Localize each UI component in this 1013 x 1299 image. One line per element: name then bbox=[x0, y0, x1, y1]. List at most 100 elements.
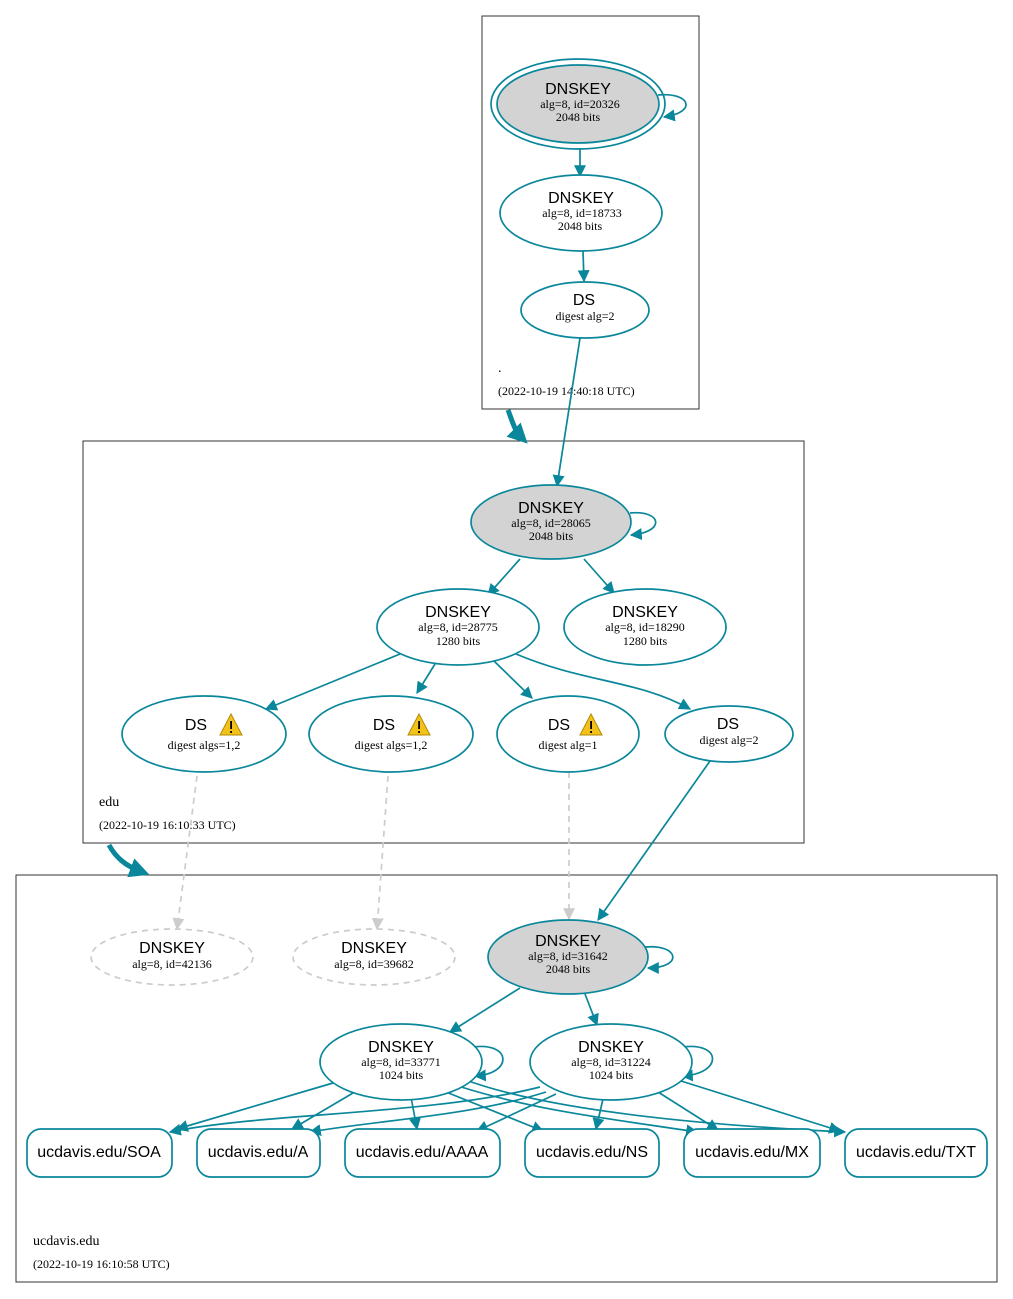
node-edu-ds4[interactable]: DS digest alg=2 bbox=[664, 705, 794, 763]
edges bbox=[168, 93, 847, 1138]
node-root-ds[interactable]: DS digest alg=2 bbox=[520, 281, 650, 339]
node-line2: 2048 bits bbox=[546, 962, 591, 976]
zone-ucdavis-name: ucdavis.edu bbox=[33, 1234, 99, 1249]
edge-edu-zsk1-ds1 bbox=[264, 653, 401, 711]
edge-edu-ksk-zsk2 bbox=[583, 558, 615, 594]
warning-icon bbox=[407, 712, 431, 736]
node-line1: alg=8, id=42136 bbox=[132, 957, 212, 971]
rrset-label: ucdavis.edu/AAAA bbox=[356, 1144, 489, 1161]
node-title: DS bbox=[548, 717, 570, 734]
rrset-label: ucdavis.edu/SOA bbox=[37, 1144, 161, 1161]
edge-uc-zsk1-self bbox=[472, 1045, 504, 1082]
node-line2: 1024 bits bbox=[589, 1068, 634, 1082]
rrset-label: ucdavis.edu/TXT bbox=[856, 1144, 976, 1161]
edge-root-zsk-ds bbox=[577, 250, 590, 283]
edge-zsk1-aaaa bbox=[409, 1096, 421, 1131]
edge-edu-zsk1-ds3 bbox=[493, 660, 533, 699]
zone-root-time: (2022-10-19 14:40:18 UTC) bbox=[498, 384, 635, 398]
edge-zsk1-soa bbox=[175, 1082, 334, 1132]
node-title: DNSKEY bbox=[139, 940, 205, 957]
node-line1: alg=8, id=33771 bbox=[361, 1055, 441, 1069]
edge-root-ds-edu-ksk bbox=[552, 337, 581, 488]
node-edu-ds3[interactable]: DS digest alg=1 bbox=[496, 695, 640, 773]
node-title: DNSKEY bbox=[612, 604, 678, 621]
zone-ucdavis-time: (2022-10-19 16:10:58 UTC) bbox=[33, 1257, 170, 1271]
rrset-label: ucdavis.edu/A bbox=[208, 1144, 309, 1161]
node-uc-ksk[interactable]: DNSKEY alg=8, id=31642 2048 bits bbox=[487, 919, 649, 995]
node-uc-zsk1[interactable]: DNSKEY alg=8, id=33771 1024 bits bbox=[319, 1023, 483, 1101]
edge-zsk2-aaaa bbox=[475, 1093, 557, 1132]
node-title: DNSKEY bbox=[548, 190, 614, 207]
node-title: DNSKEY bbox=[368, 1039, 434, 1056]
node-line2: 2048 bits bbox=[529, 529, 574, 543]
edge-zsk2-ns bbox=[592, 1098, 605, 1131]
node-title: DNSKEY bbox=[425, 604, 491, 621]
node-title: DS bbox=[373, 717, 395, 734]
node-root-ksk[interactable]: DNSKEY alg=8, id=20326 2048 bits bbox=[490, 58, 666, 150]
node-edu-ds1[interactable]: DS digest algs=1,2 bbox=[121, 695, 287, 773]
node-root-zsk[interactable]: DNSKEY alg=8, id=18733 2048 bits bbox=[499, 174, 663, 252]
node-line1: alg=8, id=28775 bbox=[418, 620, 498, 634]
edge-ds2-missing2 bbox=[371, 775, 389, 931]
edge-uc-ksk-self bbox=[644, 946, 674, 974]
node-title: DS bbox=[185, 717, 207, 734]
edge-zsk2-mx bbox=[657, 1091, 720, 1131]
delegation-edu-ucdavis bbox=[106, 843, 150, 878]
node-line1: alg=8, id=39682 bbox=[334, 957, 414, 971]
node-line1: digest algs=1,2 bbox=[168, 738, 241, 752]
node-line2: 1280 bits bbox=[623, 634, 668, 648]
edge-zsk1-mx bbox=[457, 1085, 699, 1137]
node-title: DS bbox=[717, 716, 739, 733]
node-edu-zsk2[interactable]: DNSKEY alg=8, id=18290 1280 bits bbox=[563, 588, 727, 666]
node-title: DNSKEY bbox=[578, 1039, 644, 1056]
rrset-txt[interactable]: ucdavis.edu/TXT bbox=[844, 1128, 988, 1178]
zone-root-name: . bbox=[498, 361, 502, 376]
delegation-root-edu bbox=[505, 409, 528, 444]
rrset-mx[interactable]: ucdavis.edu/MX bbox=[683, 1128, 821, 1178]
rrset-soa[interactable]: ucdavis.edu/SOA bbox=[26, 1128, 173, 1178]
edge-ds1-missing1 bbox=[172, 775, 198, 931]
node-title: DNSKEY bbox=[518, 500, 584, 517]
edge-zsk2-txt bbox=[680, 1080, 842, 1134]
edge-edu-ksk-zsk1 bbox=[487, 558, 521, 596]
edge-zsk2-a bbox=[308, 1091, 547, 1137]
edge-zsk2-soa bbox=[168, 1086, 541, 1136]
node-edu-ds2[interactable]: DS digest algs=1,2 bbox=[308, 695, 474, 773]
zone-edu-name: edu bbox=[99, 795, 119, 810]
node-line2: 1024 bits bbox=[379, 1068, 424, 1082]
node-line1: digest alg=2 bbox=[555, 309, 614, 323]
node-line1: digest alg=1 bbox=[538, 738, 597, 752]
edge-uc-ksk-zsk2 bbox=[584, 993, 599, 1027]
node-line1: alg=8, id=31642 bbox=[528, 949, 608, 963]
node-title: DNSKEY bbox=[535, 933, 601, 950]
node-uc-missing1[interactable]: DNSKEY alg=8, id=42136 bbox=[90, 928, 254, 986]
edge-uc-ksk-zsk1 bbox=[448, 987, 521, 1033]
node-line1: digest algs=1,2 bbox=[355, 738, 428, 752]
node-line1: alg=8, id=18733 bbox=[542, 206, 622, 220]
zone-root: . (2022-10-19 14:40:18 UTC) bbox=[481, 15, 700, 410]
node-line2: 1280 bits bbox=[436, 634, 481, 648]
edge-edu-ds4-uc-ksk bbox=[597, 760, 711, 921]
node-line2: 2048 bits bbox=[556, 110, 601, 124]
rrset-aaaa[interactable]: ucdavis.edu/AAAA bbox=[344, 1128, 501, 1178]
node-line2: 2048 bits bbox=[558, 219, 603, 233]
rrset-ns[interactable]: ucdavis.edu/NS bbox=[524, 1128, 660, 1178]
edge-edu-zsk1-ds4 bbox=[515, 653, 692, 710]
edge-zsk1-ns bbox=[445, 1091, 545, 1133]
delegation-arrows bbox=[106, 409, 528, 878]
rrset-a[interactable]: ucdavis.edu/A bbox=[196, 1128, 321, 1178]
zone-edu-time: (2022-10-19 16:10:33 UTC) bbox=[99, 818, 236, 832]
node-uc-missing2[interactable]: DNSKEY alg=8, id=39682 bbox=[292, 928, 456, 986]
rrset-label: ucdavis.edu/MX bbox=[695, 1144, 809, 1161]
edge-uc-zsk2-self bbox=[680, 1045, 714, 1082]
node-edu-zsk1[interactable]: DNSKEY alg=8, id=28775 1280 bits bbox=[376, 588, 540, 666]
node-uc-zsk2[interactable]: DNSKEY alg=8, id=31224 1024 bits bbox=[529, 1023, 693, 1101]
edge-edu-zsk1-ds2 bbox=[416, 663, 436, 695]
warning-icon bbox=[219, 712, 243, 736]
edge-edu-ksk-self bbox=[629, 511, 657, 541]
warning-icon bbox=[579, 712, 603, 736]
zone-edu: edu (2022-10-19 16:10:33 UTC) bbox=[82, 440, 805, 844]
edge-root-ksk-self bbox=[657, 93, 687, 122]
node-edu-ksk[interactable]: DNSKEY alg=8, id=28065 2048 bits bbox=[470, 484, 632, 560]
node-title: DNSKEY bbox=[341, 940, 407, 957]
